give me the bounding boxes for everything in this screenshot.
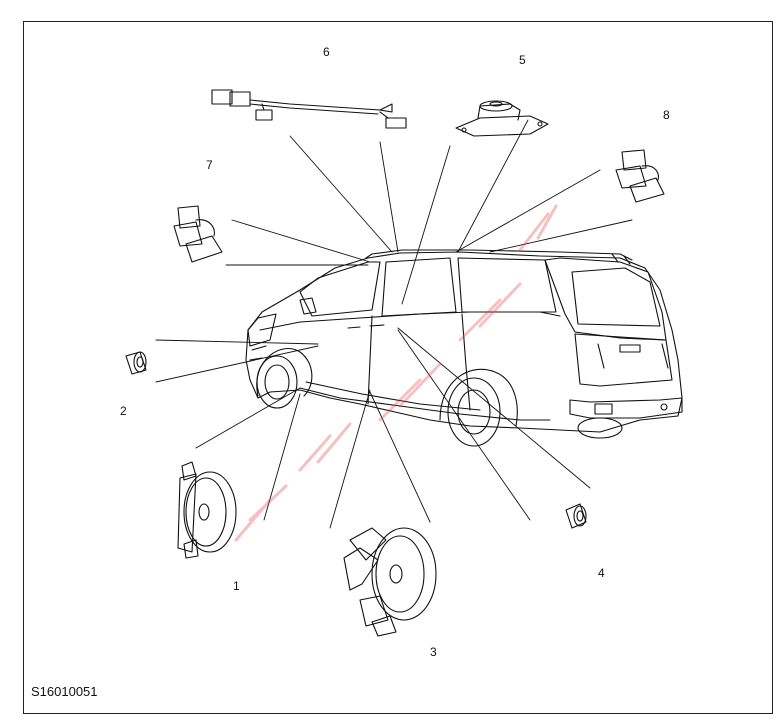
door-speaker-part-3 (343, 527, 437, 637)
small-speaker-part-4 (565, 503, 587, 529)
door-speaker-part-1 (177, 461, 237, 559)
figure-id-label: S16010051 (31, 684, 98, 699)
callout-8: 8 (663, 108, 670, 122)
wiring-harness-part-6 (211, 89, 407, 129)
callout-3: 3 (430, 645, 437, 659)
small-speaker-part-2 (125, 351, 147, 375)
connector-part-7 (173, 205, 223, 263)
vehicle-illustration (245, 249, 683, 447)
callout-2: 2 (120, 404, 127, 418)
callout-6: 6 (323, 45, 330, 59)
connector-part-8 (615, 149, 665, 203)
callout-1: 1 (233, 579, 240, 593)
leader-lines (155, 119, 633, 529)
watermark-stamp (234, 204, 558, 542)
center-speaker-part-5 (455, 100, 549, 137)
callout-7: 7 (206, 158, 213, 172)
diagram-frame (23, 21, 773, 714)
callout-4: 4 (598, 566, 605, 580)
callout-5: 5 (519, 53, 526, 67)
